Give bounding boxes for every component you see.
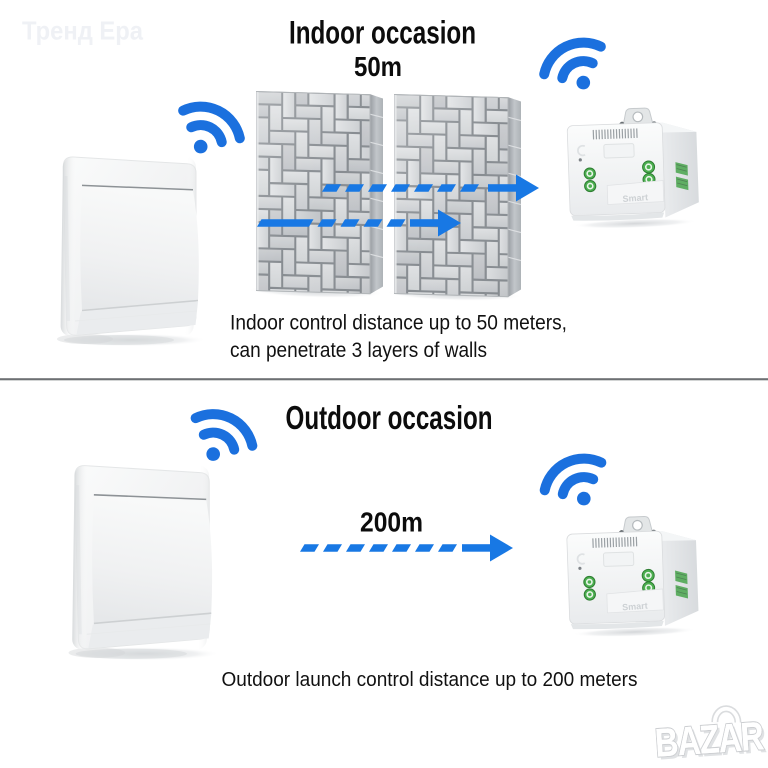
svg-text:BAZAR: BAZAR — [656, 717, 768, 768]
svg-text:Outdoor launch control distanc: Outdoor launch control distance up to 20… — [222, 669, 638, 691]
svg-text:200m: 200m — [360, 507, 423, 538]
svg-text:50m: 50m — [354, 51, 402, 82]
svg-text:Тренд Ера: Тренд Ера — [22, 16, 143, 46]
svg-text:BAZAR: BAZAR — [654, 714, 766, 765]
svg-text:can penetrate 3 layers of wall: can penetrate 3 layers of walls — [230, 339, 487, 362]
svg-text:Indoor control distance up to: Indoor control distance up to 50 meters, — [230, 311, 567, 334]
svg-text:Outdoor occasion: Outdoor occasion — [286, 399, 493, 436]
svg-text:BAZAR: BAZAR — [654, 714, 766, 765]
svg-text:Indoor occasion: Indoor occasion — [289, 15, 476, 51]
